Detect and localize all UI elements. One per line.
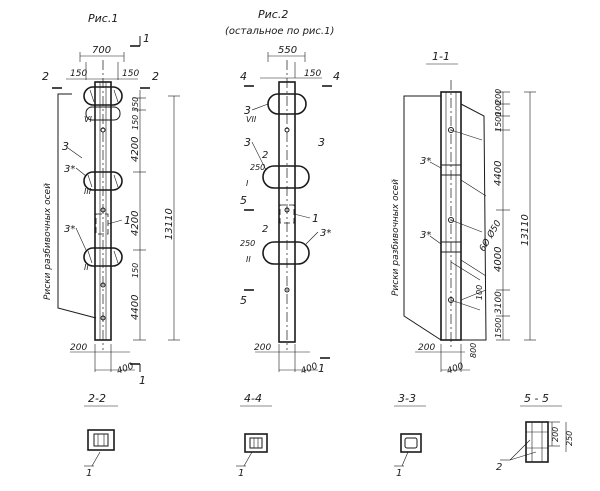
fig2-subtitle: (остальное по рис.1)	[225, 26, 334, 37]
leader-1-s33: 1	[396, 468, 402, 479]
dim-150-fig2: 150	[304, 69, 321, 79]
sec44-title: 4-4	[244, 392, 262, 405]
leader-f1-3c: 3*	[64, 224, 75, 235]
dim-200-r: 200	[494, 89, 503, 104]
leader-f2-2a: 2	[262, 150, 268, 161]
dim-100-b: 100	[475, 285, 484, 300]
cut-mark-4-left: 4	[240, 70, 247, 83]
leader-sec-3b: 3*	[420, 230, 431, 241]
dim-4400-r: 4400	[493, 161, 504, 186]
dim-250-a: 250	[250, 163, 265, 172]
leader-sec-3a: 3*	[420, 156, 431, 167]
dim-13110-sec: 13110	[520, 214, 531, 246]
dim-13110-fig1: 13110	[164, 208, 175, 240]
cut-mark-1-fig2: 1	[318, 362, 325, 375]
sec11-title: 1-1	[432, 50, 450, 63]
leader-f1-3a: 3	[62, 140, 69, 153]
leader-f1-3b: 3*	[64, 164, 75, 175]
sec22-title: 2-2	[88, 392, 106, 405]
section-2-2: 2-2 1	[84, 392, 118, 479]
leader-2-s55: 2	[496, 462, 502, 473]
dim-550: 550	[278, 45, 297, 56]
dim-150-right: 150	[122, 69, 139, 79]
cut-mark-4-right: 4	[333, 70, 340, 83]
section-5-5: 5 - 5 200 250 2	[496, 392, 574, 473]
dim-200-s55: 200	[551, 427, 560, 442]
leader-f2-3-right: 3	[318, 136, 325, 149]
axis-text-sec: Риски разбивочных осей	[391, 179, 401, 296]
cut-mark-5-bottom: 5	[240, 294, 247, 307]
leader-f2-1: 1	[312, 212, 319, 225]
dim-400-sec: 400	[446, 361, 466, 376]
dim-4200-b: 4200	[130, 211, 141, 236]
figure-1: Рис.1 1 700 150 150 2 2	[42, 12, 180, 387]
dim-200-sec: 200	[418, 343, 435, 353]
dim-1500-a: 1500	[494, 112, 503, 132]
sec55-title: 5 - 5	[524, 392, 549, 405]
section-4-4: 4-4 1	[236, 392, 272, 479]
label-ii-fig1: II	[84, 263, 89, 272]
cut-mark-1-bottom: 1	[139, 374, 146, 387]
dim-4400: 4400	[130, 295, 141, 320]
dim-800: 800	[469, 343, 478, 358]
fig1-title: Рис.1	[88, 12, 118, 25]
dim-700: 700	[92, 45, 111, 56]
section-1-1: 1-1 Риски разбивочных осей 3* 3*	[391, 50, 536, 377]
leader-1-s44: 1	[238, 468, 244, 479]
label-iii-fig1: III	[84, 187, 92, 196]
label-vii: VII	[246, 115, 257, 124]
leader-f2-3a: 3	[244, 104, 251, 117]
dim-250-s55: 250	[565, 431, 574, 446]
leader-f2-3c: 3*	[320, 228, 331, 239]
label-vi: VI	[84, 115, 92, 124]
leader-f2-3b: 3	[244, 136, 251, 149]
axis-text-fig1: Риски разбивочных осей	[43, 183, 53, 300]
label-i: I	[246, 179, 249, 188]
dim-400-fig2: 400	[300, 361, 320, 376]
dim-1500-b: 1500	[494, 318, 503, 338]
dim-150-s2: 150	[131, 263, 140, 278]
dim-100-r: 100	[494, 101, 503, 116]
dim-4000: 4000	[493, 247, 504, 272]
leader-f2-2b: 2	[262, 224, 268, 235]
dim-200-fig2: 200	[254, 343, 271, 353]
figure-2: Рис.2 (остальное по рис.1) 550 150 4 4 V…	[225, 8, 340, 377]
dim-350: 350	[131, 97, 140, 112]
sec33-title: 3-3	[398, 392, 416, 405]
cut-mark-1-top: 1	[143, 32, 150, 45]
dim-4200-a: 4200	[130, 137, 141, 162]
fig2-title: Рис.2	[258, 8, 288, 21]
dim-3100: 3100	[494, 291, 504, 314]
dim-250-b: 250	[240, 239, 255, 248]
dim-200-fig1: 200	[70, 343, 87, 353]
dim-150-s1: 150	[131, 115, 140, 130]
cut-mark-5-top: 5	[240, 194, 247, 207]
leader-1-s22: 1	[86, 468, 92, 479]
leader-f1-1: 1	[124, 214, 131, 227]
label-ii-fig2: II	[246, 255, 251, 264]
cut-mark-2-right: 2	[152, 70, 159, 83]
dim-150-left: 150	[70, 69, 87, 79]
section-3-3: 3-3 1	[394, 392, 426, 479]
cut-mark-2-left: 2	[42, 70, 49, 83]
